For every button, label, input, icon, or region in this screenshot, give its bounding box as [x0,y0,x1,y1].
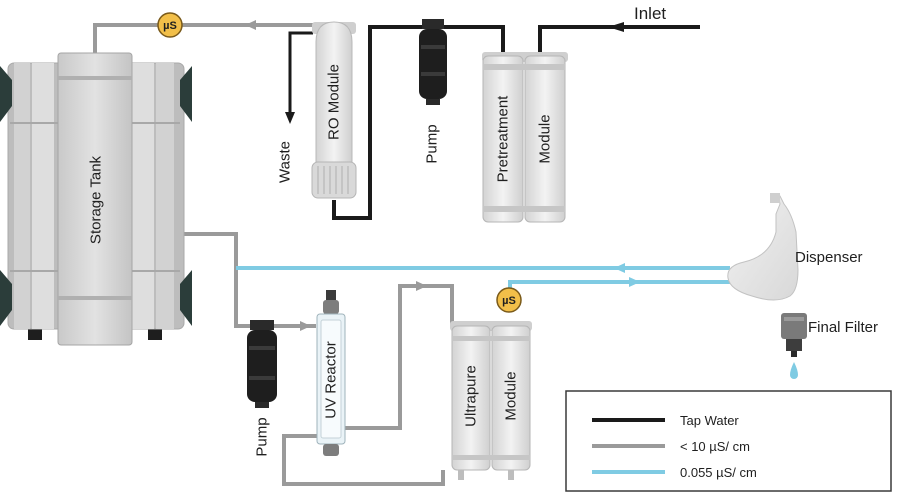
pump-top [419,19,447,105]
legend: Tap Water < 10 µS/ cm 0.055 µS/ cm [565,390,892,492]
final-filter-label: Final Filter [808,319,878,336]
meter-top-label: µS [163,20,177,32]
dispenser [727,193,799,301]
ultrapure-label: Ultrapure [463,365,480,427]
legend-label-ultrapure: 0.055 µS/ cm [680,465,757,480]
inlet-pipe [538,25,700,55]
ultrapure-pipes [236,263,732,312]
waste-pipe [288,31,313,120]
storage-tank-label: Storage Tank [88,155,105,244]
pump-bottom [247,320,277,408]
ultrapure-loop-arrow-icon [416,281,427,291]
final-filter [781,313,807,379]
inlet-label: Inlet [634,4,666,23]
pretreatment-module-label: Module [537,114,554,163]
ro-to-tank-arrow-icon [245,20,256,30]
inlet-arrow-icon [608,22,624,32]
conductivity-meter-top: µS [157,12,183,38]
legend-label-intermediate: < 10 µS/ cm [680,439,750,454]
pretreatment-label: Pretreatment [495,95,512,183]
pretreatment-module: Pretreatment Module [482,52,568,223]
ro-to-tank-pipe [93,23,316,55]
dispenser-arrow-icon [629,277,640,287]
conductivity-meter-bottom: µS [496,287,522,313]
storage-tank: Storage Tank [0,52,192,346]
pump-to-pretreatment-pipe [432,25,505,55]
dispenser-label: Dispenser [795,249,863,266]
tank-to-pump-pipe [182,232,250,328]
return-arrow-icon [614,263,625,273]
legend-label-tap-water: Tap Water [680,413,739,428]
ultrapure-module-label: Module [503,371,520,420]
pump-top-label: Pump [424,124,441,163]
uv-reactor-label: UV Reactor [323,341,340,419]
waste-label: Waste [277,141,294,183]
intermediate-pipes [93,20,454,486]
ultrapure-module: Ultrapure Module [450,321,532,480]
ultrapure-loop-pipe [342,284,454,430]
pump-bottom-label: Pump [254,417,271,456]
ro-module: RO Module [311,21,357,199]
waste-arrow-icon [285,112,295,124]
meter-bottom-label: µS [502,295,516,307]
pump-to-uv-arrow-icon [300,321,311,331]
ultrapure-to-dispenser-pipe [508,280,732,312]
ro-module-label: RO Module [326,64,343,140]
pump-to-ro-pipe [332,25,432,220]
uv-to-ultrapure-pipe [282,434,445,486]
water-drop-icon [790,362,798,379]
uv-reactor: UV Reactor [316,290,346,456]
tap-water-pipes [285,22,700,220]
legend-box [565,390,892,492]
